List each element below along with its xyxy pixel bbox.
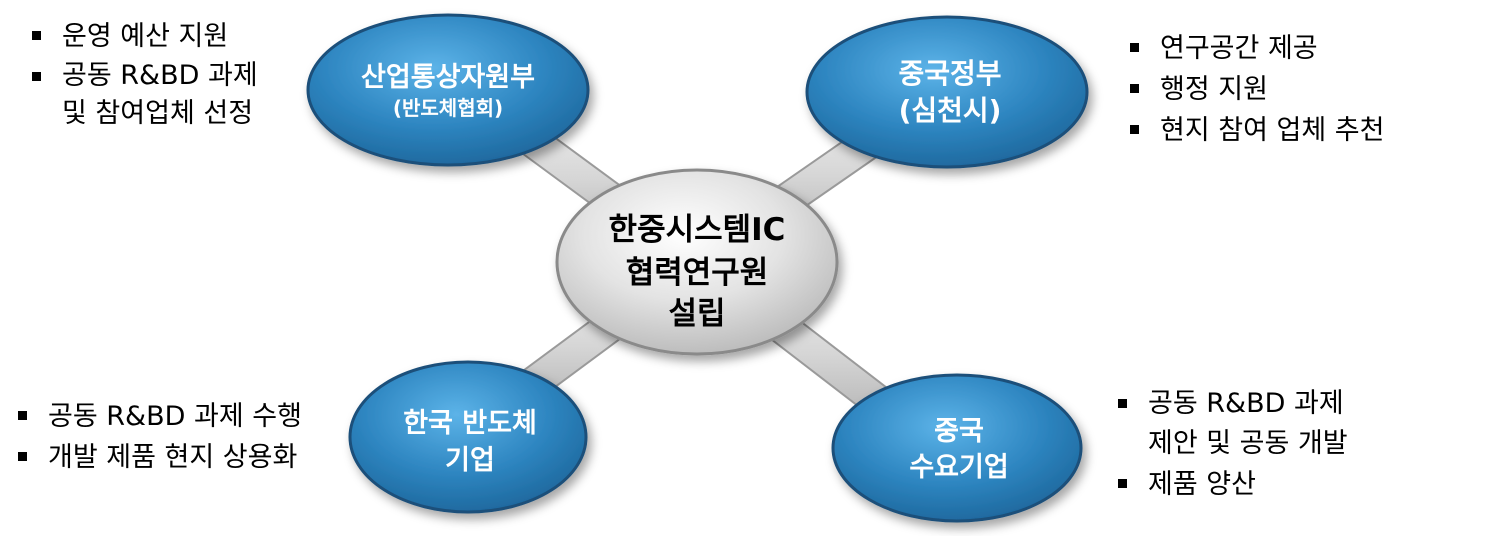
node-top-left-line-1: 산업통상자원부 [361,62,535,93]
node-bottom-right-line-2: 수요기업 [909,452,1008,483]
center-line-1: 한중시스템IC [609,212,786,248]
bullet-square-icon [1118,479,1127,488]
bullet-square-icon [1130,84,1139,93]
note-item: 연구공간 제공 [1130,28,1384,69]
node-bottom-right-line-1: 중국 [934,416,984,447]
note-line: 운영 예산 지원 [62,21,229,52]
node-top-left-line-2: (반도체협회) [393,96,503,120]
bullet-square-icon [1130,43,1139,52]
note-line: 공동 R&BD 과제 [1148,388,1344,419]
bullet-square-icon [32,31,41,40]
note-line: 공동 R&BD 과제 수행 [48,401,302,432]
note-line: 행정 지원 [1160,74,1268,105]
center-node: 한중시스템IC 협력연구원 설립 [555,168,839,356]
note-line: 제품 양산 [1148,469,1256,500]
bullet-square-icon [32,72,41,81]
center-line-2: 협력연구원 [626,255,769,291]
node-bottom-left: 한국 반도체 기업 [348,360,588,514]
node-top-right: 중국정부 (심천시) [805,15,1089,169]
note-item: 운영 예산 지원 [32,16,258,57]
node-top-left: 산업통상자원부 (반도체협회) [306,13,590,167]
note-item: 공동 R&BD 과제 수행 [18,396,302,437]
note-line: 공동 R&BD 과제 [62,60,258,91]
note-line: 연구공간 제공 [1160,33,1318,64]
notes-top-right: 연구공간 제공 행정 지원 현지 참여 업체 추천 [1130,28,1384,151]
note-line: 및 참여업체 선정 [62,98,254,129]
note-line: 제안 및 공동 개발 [1148,428,1348,459]
node-top-right-line-1: 중국정부 [898,57,1001,90]
node-bottom-left-line-1: 한국 반도체 [403,408,537,439]
center-line-3: 설립 [668,296,725,332]
note-item: 개발 제품 현지 상용화 [18,437,302,478]
notes-bottom-left: 공동 R&BD 과제 수행 개발 제품 현지 상용화 [18,396,302,478]
note-item: 제품 양산 [1118,464,1348,505]
note-line: 개발 제품 현지 상용화 [48,442,298,473]
note-item: 행정 지원 [1130,69,1384,110]
bullet-square-icon [18,411,27,420]
node-top-right-line-2: (심천시) [899,94,1002,127]
bullet-square-icon [1130,125,1139,134]
bullet-square-icon [1118,399,1127,408]
note-line: 현지 참여 업체 추천 [1160,115,1385,146]
node-bottom-left-line-2: 기업 [445,445,495,476]
bullet-square-icon [18,452,27,461]
node-bottom-right: 중국 수요기업 [831,373,1083,523]
note-item: 현지 참여 업체 추천 [1130,110,1384,151]
